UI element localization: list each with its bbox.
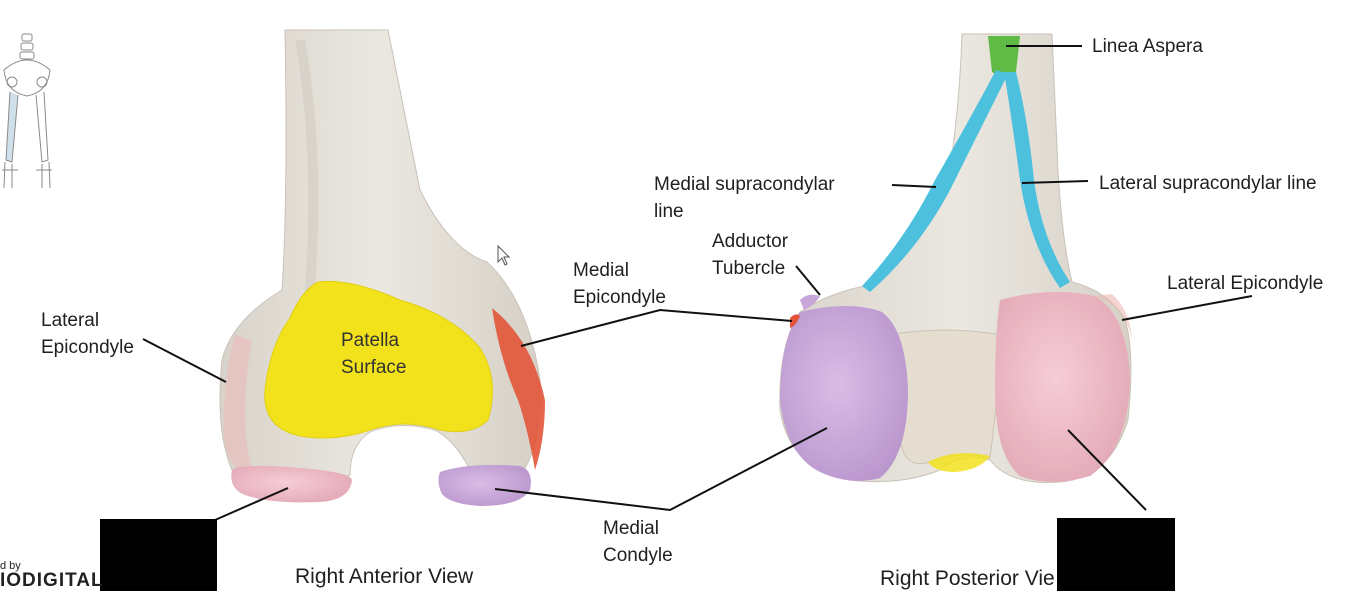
posterior-lateral-condyle bbox=[995, 291, 1130, 482]
label-lateral-epicondyle-right: Lateral Epicondyle bbox=[1167, 273, 1324, 294]
caption-right-anterior-view: Right Anterior View bbox=[295, 565, 474, 588]
label-lateral-supracondylar-line: Lateral supracondylar line bbox=[1099, 173, 1317, 194]
leader-medial-condyle bbox=[494, 427, 828, 512]
leader-medial-epicondyle bbox=[520, 308, 793, 347]
label-medial-epicondyle: Medial Epicondyle bbox=[573, 260, 666, 308]
leader-lateral-condyle-anterior bbox=[214, 487, 289, 521]
label-linea-aspera: Linea Aspera bbox=[1092, 36, 1203, 57]
medial-condyle-region bbox=[438, 464, 531, 506]
skeleton-thumbnail-icon bbox=[2, 33, 52, 189]
caption-right-posterior-view: Right Posterior Vie bbox=[880, 567, 1055, 590]
lateral-condyle-region bbox=[231, 465, 352, 503]
leader-lateral-epicondyle-left bbox=[142, 338, 227, 383]
linea-aspera-region bbox=[988, 36, 1020, 76]
brand-watermark: d by IODIGITAL bbox=[0, 560, 104, 592]
label-medial-condyle: Medial Condyle bbox=[603, 518, 673, 566]
leader-lines bbox=[142, 45, 1253, 521]
notch-yellow-edge bbox=[928, 453, 990, 472]
leader-lateral-supracondylar bbox=[1021, 180, 1089, 184]
redaction-box-left bbox=[100, 519, 217, 591]
medial-supracondylar-line-region bbox=[862, 70, 1008, 292]
adductor-tubercle-region bbox=[800, 294, 820, 310]
anterior-femur bbox=[219, 29, 545, 506]
brand-by-text: d by bbox=[0, 560, 21, 572]
posterior-medial-condyle bbox=[780, 306, 908, 481]
posterior-femur bbox=[779, 33, 1132, 484]
medial-epicondyle-region bbox=[492, 308, 545, 470]
leader-lateral-condyle-posterior bbox=[1067, 429, 1147, 511]
brand-name-text: IODIGITAL bbox=[0, 570, 104, 591]
leader-lateral-epicondyle-right bbox=[1121, 295, 1253, 321]
leader-medial-supracondylar bbox=[891, 184, 937, 188]
lateral-epicondyle-region bbox=[223, 335, 252, 470]
label-adductor-tubercle: Adductor Tubercle bbox=[712, 231, 789, 279]
leader-adductor-tubercle bbox=[795, 265, 821, 296]
mouse-cursor-icon bbox=[497, 244, 511, 266]
patella-surface-region bbox=[264, 280, 493, 439]
lateral-supracondylar-line-region bbox=[1004, 72, 1070, 288]
label-medial-supracondylar-line: Medial supracondylar line bbox=[654, 174, 835, 222]
label-lateral-epicondyle-left: Lateral Epicondyle bbox=[41, 310, 134, 358]
redaction-box-right bbox=[1057, 518, 1175, 591]
label-patella-surface: Patella Surface bbox=[341, 330, 407, 378]
